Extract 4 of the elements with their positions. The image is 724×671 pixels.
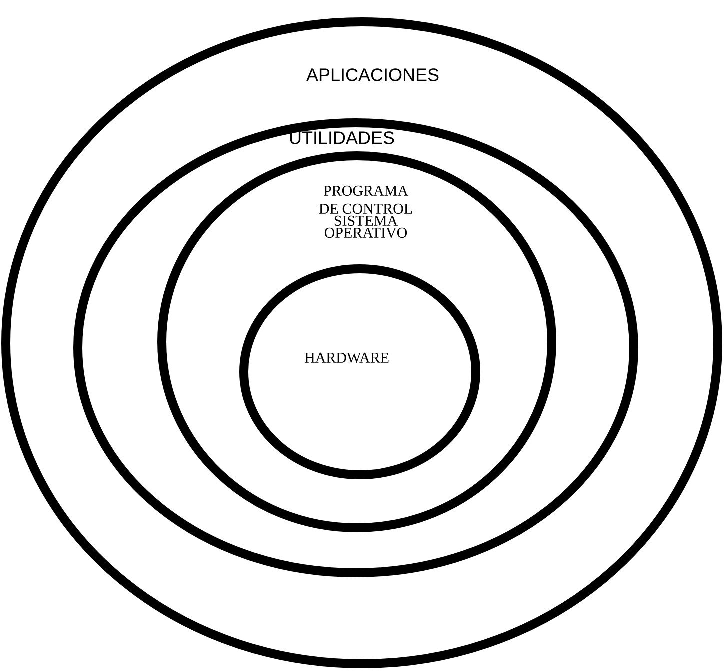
layer-label: HARDWARE bbox=[304, 352, 389, 364]
layer-label: PROGRAMA DE CONTROL SISTEMA OPERATIVO bbox=[319, 186, 412, 238]
layer-label: UTILIDADES bbox=[290, 132, 394, 144]
layer-label: APLICACIONES bbox=[306, 68, 439, 82]
